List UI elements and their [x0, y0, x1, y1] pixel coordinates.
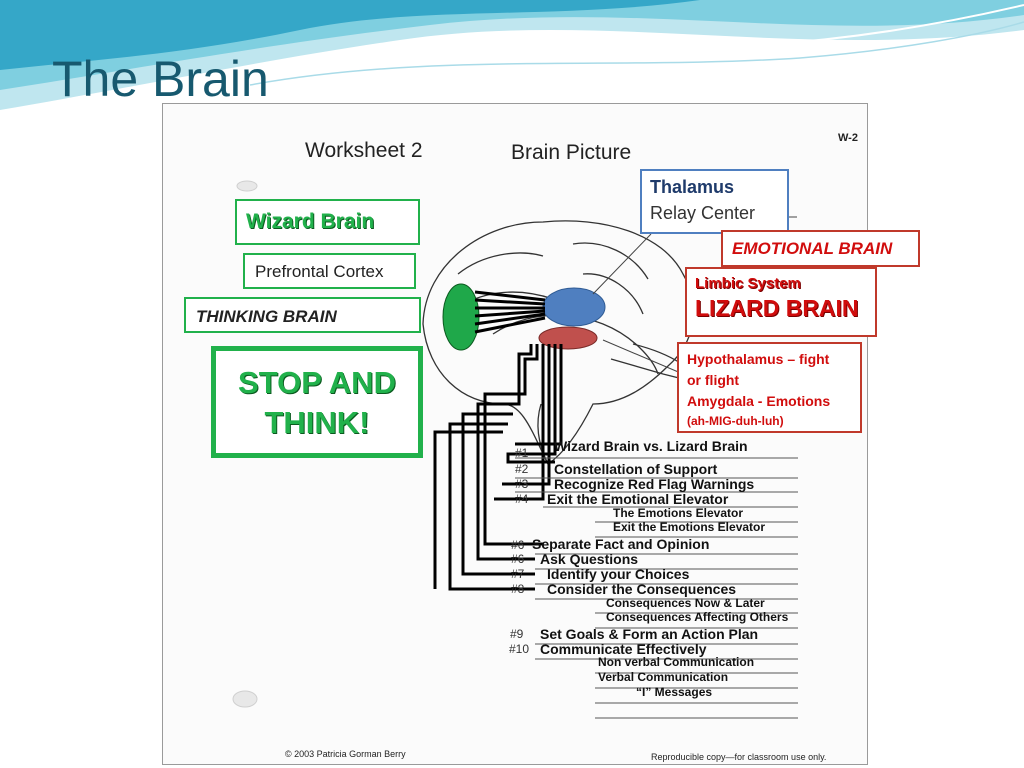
binder-hole-bottom — [232, 690, 258, 708]
step-number: #3 — [515, 477, 529, 491]
step-10-sub: Non verbal Communication — [598, 655, 755, 669]
wizard-brain-callout: Wizard Brain — [235, 199, 420, 245]
step-1: Wizard Brain vs. Lizard Brain — [554, 438, 748, 454]
binder-hole-top — [236, 180, 258, 192]
amygdala-pronunciation: (ah-MIG-duh-luh) — [687, 414, 784, 428]
slide-title: The Brain — [52, 51, 269, 107]
hypothalamus-amygdala-callout: Hypothalamus – fight or flight Amygdala … — [677, 342, 862, 433]
prefrontal-cortex-shape — [442, 283, 480, 351]
step-underlines — [515, 457, 798, 719]
limbic-system-label: Limbic System — [695, 275, 801, 292]
step-4-sub: The Emotions Elevator — [613, 506, 744, 520]
emotional-brain-callout: EMOTIONAL BRAIN — [721, 230, 920, 267]
step-4: Exit the Emotional Elevator — [547, 491, 729, 507]
amygdala-label: Amygdala - Emotions — [687, 393, 831, 409]
step-7: Identify your Choices — [547, 566, 690, 582]
thalamus-subtitle: Relay Center — [650, 203, 756, 223]
thalamus-shape — [542, 287, 606, 327]
or-flight-label: or flight — [687, 372, 740, 388]
step-number: #2 — [515, 462, 529, 476]
step-10-sub: Verbal Communication — [598, 670, 729, 684]
step-6: Ask Questions — [540, 551, 639, 567]
hypothalamus-label: Hypothalamus – fight — [687, 351, 830, 367]
prefrontal-connector-lines — [474, 290, 546, 334]
step-connector-lines — [433, 344, 563, 591]
step-number: #9 — [510, 627, 524, 641]
brain-diagram — [232, 180, 798, 719]
thinking-brain-callout: THINKING BRAIN — [184, 297, 421, 333]
step-8: Consider the Consequences — [547, 581, 737, 597]
step-10-sub: “I” Messages — [636, 685, 713, 699]
stop-line-2: THINK! — [264, 405, 370, 440]
worksheet-subtitle: Brain Picture — [511, 141, 632, 164]
step-number: #7 — [511, 567, 525, 581]
step-5: Separate Fact and Opinion — [532, 536, 710, 552]
step-number: #1 — [515, 446, 529, 460]
step-2: Constellation of Support — [554, 461, 718, 477]
amygdala-shape — [538, 326, 598, 350]
step-10: Communicate Effectively — [540, 641, 707, 657]
worksheet-reproducible-note: Reproducible copy—for classroom use only… — [651, 752, 827, 762]
step-4-sub: Exit the Emotions Elevator — [613, 520, 766, 534]
step-number: #6 — [511, 538, 525, 552]
step-8-sub: Consequences Now & Later — [606, 596, 765, 610]
step-number: #10 — [509, 642, 530, 656]
stop-line-1: STOP AND — [238, 365, 396, 400]
step-3: Recognize Red Flag Warnings — [554, 476, 755, 492]
step-number: #8 — [511, 582, 525, 596]
lizard-brain-label: LIZARD BRAIN — [695, 295, 859, 321]
thalamus-title: Thalamus — [650, 177, 735, 197]
header-wave-decoration — [0, 0, 1024, 110]
thalamus-callout: Thalamus Relay Center — [640, 169, 789, 234]
stop-and-think-callout: STOP AND THINK! — [211, 346, 423, 458]
prefrontal-cortex-callout: Prefrontal Cortex — [243, 253, 416, 289]
worksheet-code: W-2 — [838, 132, 858, 144]
worksheet-title: Worksheet 2 — [305, 139, 423, 162]
step-8-sub: Consequences Affecting Others — [606, 610, 789, 624]
step-9: Set Goals & Form an Action Plan — [540, 626, 759, 642]
step-number: #6 — [511, 552, 525, 566]
limbic-system-callout: Limbic System LIZARD BRAIN — [685, 267, 877, 337]
step-number: #4 — [515, 492, 529, 506]
worksheet-copyright: © 2003 Patricia Gorman Berry — [285, 749, 406, 759]
